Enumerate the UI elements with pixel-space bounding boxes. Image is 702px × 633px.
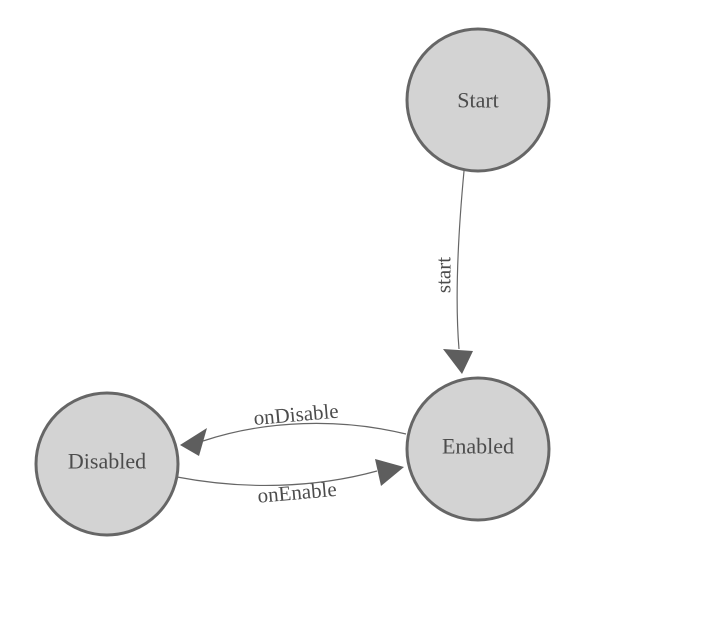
state-label-start: Start: [457, 88, 499, 113]
edge-enabled-to-disabled: [202, 422, 407, 442]
state-node-disabled: [34, 391, 180, 537]
edge-label-on-enable: onEnable: [256, 477, 337, 508]
arrowhead-into-disabled: [180, 428, 207, 456]
edge-label-on-disable: onDisable: [253, 399, 340, 430]
state-label-disabled: Disabled: [68, 449, 146, 474]
edge-disabled-to-enabled: [176, 470, 378, 487]
state-node-enabled: [405, 376, 551, 522]
state-node-start: [405, 27, 551, 173]
edge-start-to-enabled: [456, 170, 465, 350]
state-label-enabled: Enabled: [442, 434, 514, 459]
arrowhead-into-enabled-top: [443, 349, 473, 374]
arrowhead-into-enabled-left: [375, 459, 404, 486]
edge-label-start: start: [431, 257, 455, 293]
